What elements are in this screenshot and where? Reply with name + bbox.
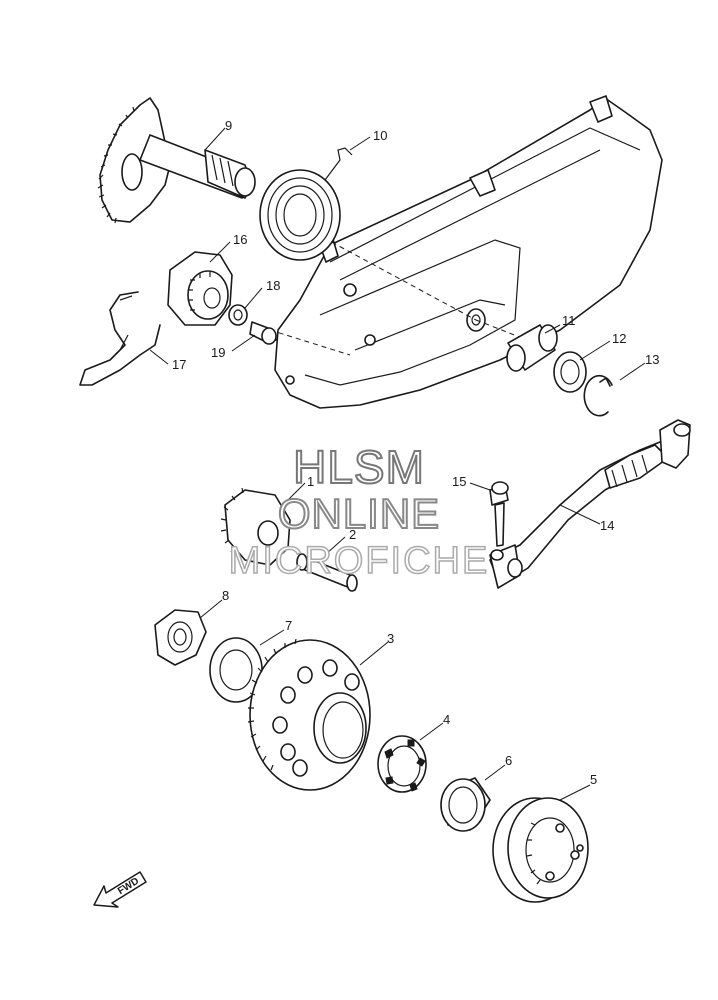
callout-4: 4 — [443, 712, 450, 727]
part-17-spring-clip — [79, 291, 161, 386]
part-15-bolt — [489, 481, 509, 547]
fwd-arrow-icon: FWD — [93, 871, 147, 908]
callout-3: 3 — [387, 631, 394, 646]
callout-8: 8 — [222, 588, 229, 603]
part-18-washer — [228, 304, 248, 326]
watermark-line-2: ONLINE — [277, 489, 441, 538]
callout-7: 7 — [285, 618, 292, 633]
callout-10: 10 — [373, 128, 387, 143]
part-10-torsion-spring — [259, 147, 353, 261]
part-2-shaft — [296, 553, 358, 592]
callout-2: 2 — [349, 527, 356, 542]
callout-11: 11 — [562, 313, 576, 328]
part-19-dowel-pin — [249, 321, 277, 345]
part-11-collar — [506, 324, 558, 372]
leader-lines — [149, 127, 646, 801]
crankcase-cover — [274, 95, 663, 409]
part-1-gear — [220, 487, 291, 566]
callout-5: 5 — [590, 772, 597, 787]
callout-17: 17 — [172, 357, 186, 372]
callout-12: 12 — [612, 331, 626, 346]
part-5-starter-clutch-housing — [492, 797, 589, 903]
part-12-washer — [553, 351, 587, 393]
callout-9: 9 — [225, 118, 232, 133]
callout-16: 16 — [233, 232, 247, 247]
callout-18: 18 — [266, 278, 280, 293]
part-13-circlip — [583, 374, 613, 417]
callout-19: 19 — [211, 345, 225, 360]
alignment-line-spring — [299, 224, 477, 321]
part-6-bearing-collar — [440, 777, 491, 832]
callout-6: 6 — [505, 753, 512, 768]
callouts: 9 10 16 18 19 17 11 12 13 14 15 1 2 8 7 … — [172, 118, 659, 787]
callout-1: 1 — [307, 474, 314, 489]
part-14-kick-crank — [489, 419, 691, 589]
callout-15: 15 — [452, 474, 466, 489]
watermark-line-3: MICROFICHE — [228, 539, 490, 583]
watermark-line-1: HLSM — [292, 440, 425, 494]
part-4-one-way-clutch — [377, 735, 427, 793]
callout-14: 14 — [600, 518, 614, 533]
callout-13: 13 — [645, 352, 659, 367]
part-3-starter-wheel-gear — [247, 638, 371, 791]
alignment-line-pin — [269, 329, 351, 356]
part-8-nut — [154, 609, 207, 666]
part-16-kick-drive-gear — [167, 251, 233, 326]
part-9-kick-axle — [97, 97, 256, 224]
